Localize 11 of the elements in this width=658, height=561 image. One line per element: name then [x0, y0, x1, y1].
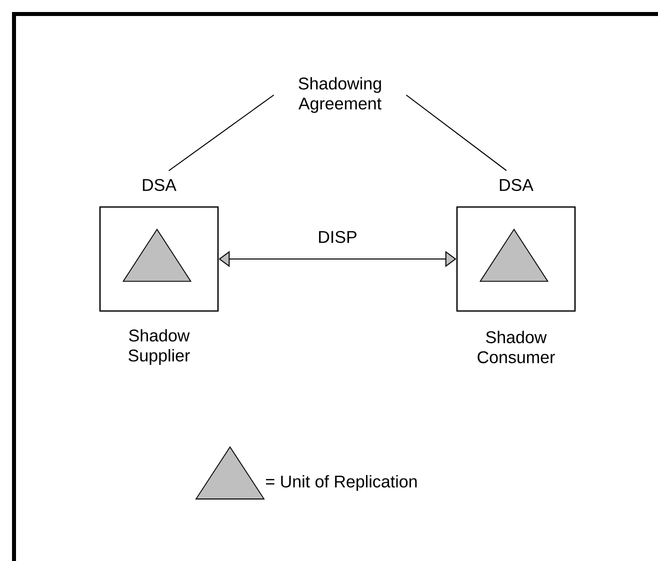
node-label: DSA: [500, 178, 534, 192]
text-label: Shadowing Agreement: [298, 77, 382, 113]
node-label: DSA: [142, 178, 176, 192]
node-label: Shadow Supplier: [128, 329, 190, 365]
legend-text: = Unit of Replication: [266, 475, 417, 491]
edge-label: DISP: [319, 230, 356, 244]
process-box: DSA: [456, 178, 576, 312]
node-label: Shadow Consumer: [478, 330, 555, 364]
connector-line: [168, 94, 274, 172]
process-box: DSA: [99, 178, 219, 312]
connector-line: [406, 94, 507, 172]
